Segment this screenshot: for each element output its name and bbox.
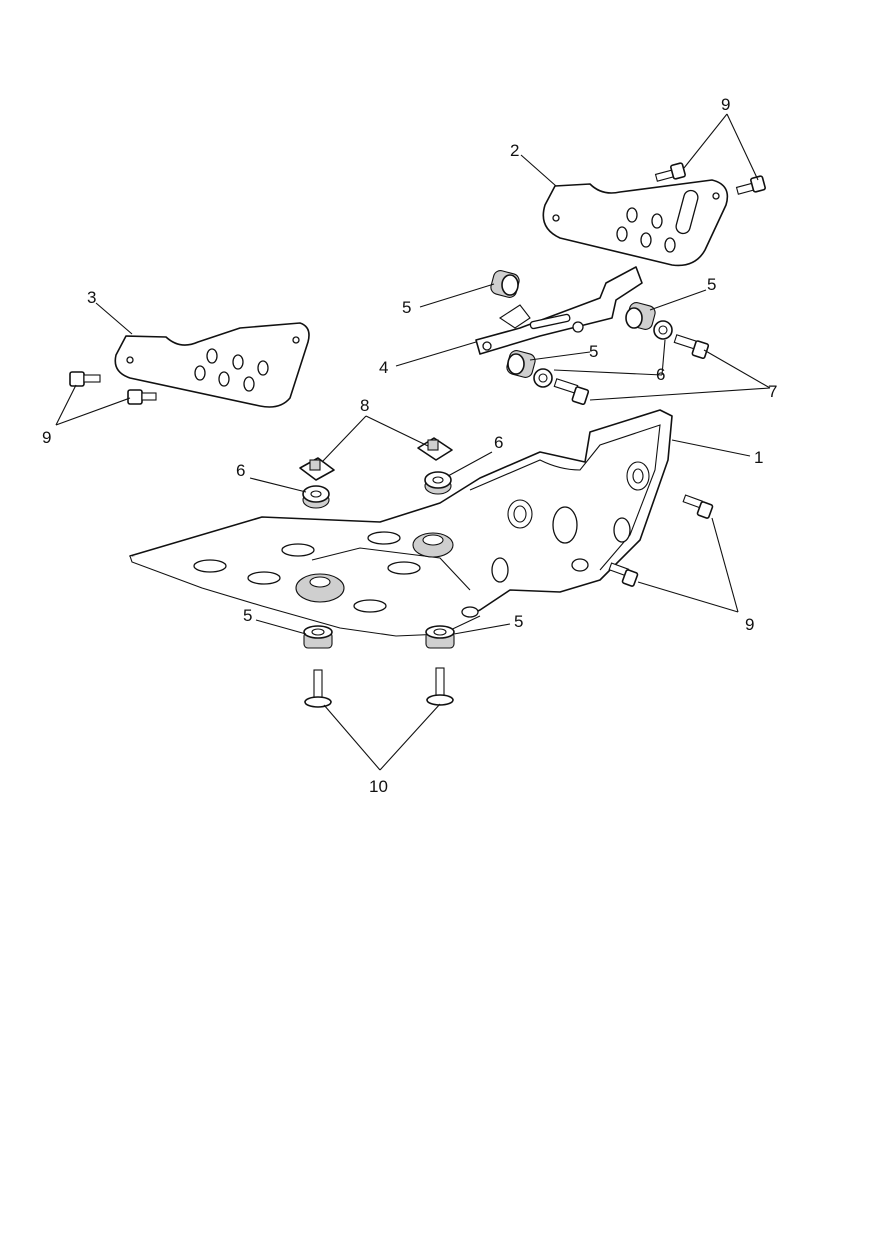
bolt-top-right [735, 175, 766, 195]
heat-shield-plate-right [542, 179, 729, 267]
bolt-left-upper [69, 371, 101, 387]
callout-6-left: 6 [236, 461, 245, 480]
washer-middle [533, 368, 553, 388]
callout-5-upper-left: 5 [402, 298, 411, 317]
bolt-top-left [654, 162, 686, 182]
callout-6-right: 6 [656, 365, 665, 384]
callout-5-lower-right: 5 [514, 612, 523, 631]
callout-3: 3 [87, 288, 96, 307]
callout-2: 2 [510, 141, 519, 160]
grommet-upper-left [490, 270, 520, 298]
bolt-right-upper [682, 494, 714, 519]
washer-right [653, 320, 673, 340]
bolt-right-lower [608, 562, 639, 587]
grommet-upper-right [625, 302, 656, 330]
bolt-7-lower [553, 378, 590, 406]
callout-1: 1 [754, 448, 763, 467]
spacer-left [302, 485, 330, 509]
callout-9-top: 9 [721, 95, 730, 114]
callout-9-left: 9 [42, 428, 51, 447]
bolt-7-upper [673, 334, 710, 360]
callout-9-right: 9 [745, 615, 754, 634]
callout-labels: 9 2 3 5 5 4 5 6 7 9 8 6 6 1 9 5 5 10 [42, 95, 777, 796]
grommet-lower-right [425, 625, 455, 649]
clip-nut-left [299, 457, 335, 481]
mounting-bolt-left [304, 669, 332, 708]
bolt-left-lower [127, 389, 157, 405]
skid-plate [129, 409, 673, 637]
callout-6-middle: 6 [494, 433, 503, 452]
callout-8: 8 [360, 396, 369, 415]
callout-4: 4 [379, 358, 388, 377]
clip-nut-right [417, 437, 453, 461]
callout-10: 10 [369, 777, 388, 796]
heat-shield-plate-left [114, 322, 310, 408]
callout-5-upper-right: 5 [707, 275, 716, 294]
leader-lines [55, 113, 771, 771]
callout-7: 7 [768, 382, 777, 401]
mounting-bolt-right [426, 667, 454, 706]
grommet-lower-left [303, 625, 333, 649]
spacer-right [424, 471, 452, 495]
callout-5-lower-left: 5 [243, 606, 252, 625]
callout-5-middle: 5 [589, 342, 598, 361]
grommet-middle [506, 350, 536, 378]
mounting-bracket [475, 266, 643, 355]
